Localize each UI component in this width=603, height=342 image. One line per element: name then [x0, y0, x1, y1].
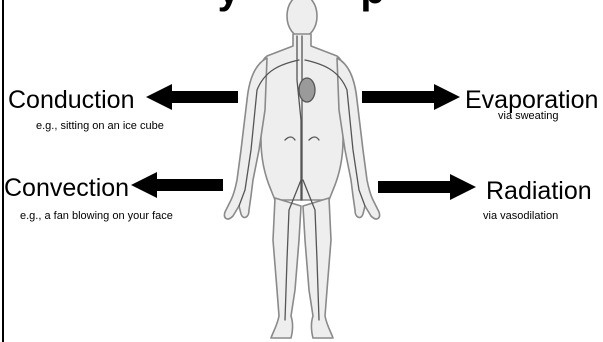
label-convection: Convection — [4, 174, 129, 202]
arrow-right-icon — [362, 84, 460, 110]
human-body-circulatory-icon — [215, 0, 390, 342]
arrow-left-icon — [146, 84, 238, 110]
note-evaporation: via sweating — [498, 110, 559, 123]
arrow-left-icon — [131, 172, 223, 198]
label-radiation: Radiation — [486, 177, 592, 205]
label-conduction: Conduction — [8, 86, 134, 114]
left-border-line — [2, 0, 4, 342]
arrow-right-icon — [378, 174, 476, 200]
note-conduction: e.g., sitting on an ice cube — [36, 120, 164, 133]
note-radiation: via vasodilation — [483, 210, 558, 223]
note-convection: e.g., a fan blowing on your face — [20, 210, 173, 223]
